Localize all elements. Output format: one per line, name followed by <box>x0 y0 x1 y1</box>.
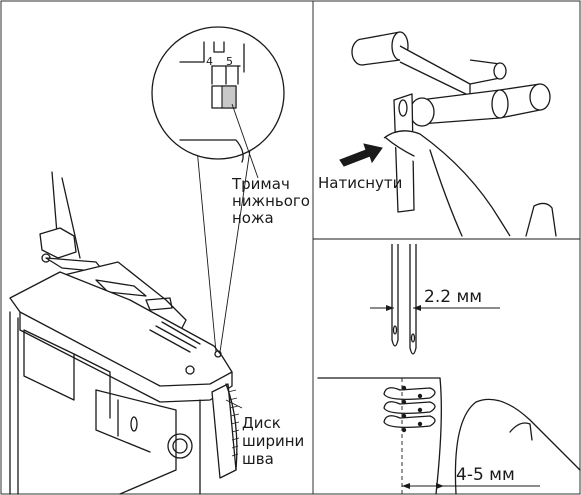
needle-right <box>409 244 417 355</box>
press-label: Натиснути <box>318 174 402 192</box>
machine-illustration <box>9 171 240 495</box>
needles-illustration <box>370 244 500 355</box>
scale-label-5: 5 <box>226 55 233 68</box>
magnifier-leader-left <box>195 137 217 353</box>
body-recess <box>73 353 111 419</box>
body-round-cover-outer <box>167 433 193 459</box>
joint-cap <box>493 62 507 80</box>
knife-press-illustration <box>339 31 557 237</box>
body-lower-block <box>95 389 151 453</box>
presser-bar <box>61 177 81 259</box>
machine-bed-edge <box>19 311 233 403</box>
dial-leader <box>225 399 243 409</box>
plate-slot-3 <box>161 321 201 345</box>
mag-notch <box>213 41 225 53</box>
foot-holder <box>39 227 77 259</box>
magnifier-detail: 4 5 <box>151 26 285 353</box>
lower-knife-holder-label: Тримач нижнього ножа <box>231 175 315 227</box>
mag-edge-left <box>179 41 205 63</box>
stitch-width-dial-label: Диск ширини шва <box>242 414 309 468</box>
bed-screw-1 <box>185 365 195 375</box>
fabric-fold-tip <box>509 422 533 441</box>
body-window <box>23 329 75 401</box>
roller-lower-mid-ring <box>491 89 509 119</box>
needle-distance-label: 2.2 мм <box>424 287 482 307</box>
needle-right-eye <box>410 333 416 343</box>
needle-left-eye <box>392 325 398 335</box>
body-panel <box>95 389 177 495</box>
foot-slot <box>95 279 147 297</box>
roller-lower-right-cap <box>529 83 551 111</box>
magnifier-circle <box>151 26 285 160</box>
hand-palm-line <box>429 149 463 237</box>
foot-tab <box>145 297 173 311</box>
knife-slot <box>398 99 408 117</box>
trim-arrow-left <box>402 483 410 489</box>
hand-nail <box>385 137 415 157</box>
overlock-loops <box>383 385 436 433</box>
machine-bed-top <box>9 271 233 387</box>
roller-lower-body <box>419 83 541 125</box>
hand-finger <box>383 130 511 237</box>
dimension-arrow-left <box>386 305 394 311</box>
stitch-illustration <box>317 377 581 495</box>
bed-screw-2 <box>214 350 222 358</box>
trim-arrow-right <box>436 483 444 489</box>
mag-bottom-edge <box>179 139 244 163</box>
plate-slot-2 <box>155 325 197 349</box>
knife-holder-leader <box>231 103 259 179</box>
knife-holder-marker <box>221 85 237 109</box>
dial-rim <box>225 383 238 471</box>
dimension-arrow-right <box>413 305 421 311</box>
roller-lower-left-cap <box>409 97 435 127</box>
needle-left <box>391 244 399 347</box>
body-round-cover-inner <box>172 438 188 454</box>
fabric-right-shape <box>454 398 581 495</box>
arm-upper <box>399 45 471 97</box>
stitch-width-dial <box>211 383 237 479</box>
body-slot-hole <box>130 416 138 432</box>
plate-slot-1 <box>149 329 191 353</box>
fabric-fold <box>435 377 442 495</box>
dial-ridges <box>227 389 240 457</box>
trim-distance-label: 4-5 мм <box>456 465 515 485</box>
hand-thumb <box>525 202 557 237</box>
magnifier-leader-right <box>219 149 251 353</box>
scale-label-4: 4 <box>206 55 213 68</box>
press-arrow-icon <box>339 143 383 167</box>
